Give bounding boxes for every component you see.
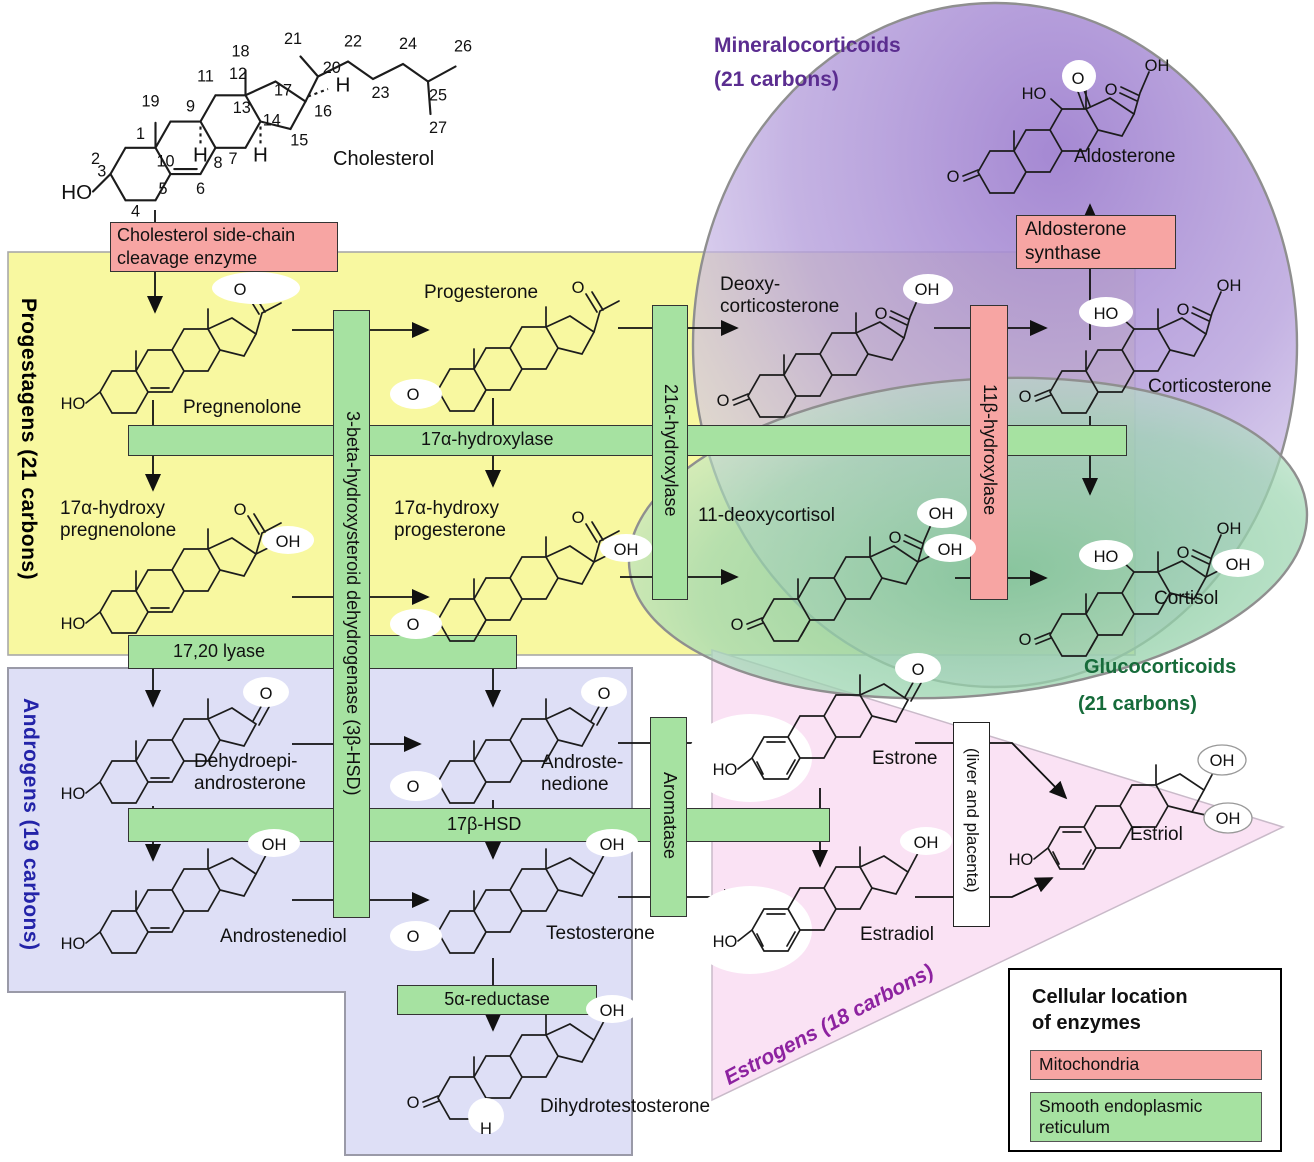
molecule-name-aldosterone: Aldosterone [1074,146,1176,167]
legend-item-smooth-er: Smooth endoplasmic reticulum [1030,1092,1262,1142]
enzyme-label: 21α-hydroxylase [661,384,681,517]
legend-title: of enzymes [1032,1012,1141,1034]
molecule-name-17oh-pregnenolone: 17α-hydroxy pregnenolone [60,498,176,542]
molecule-name-estriol: Estriol [1130,824,1183,845]
molecule-name-androstenedione: Androste- nedione [541,752,623,796]
region-title-progestagens: Progestagens (21 carbons) [17,298,40,581]
region-subtitle-glucocorticoids: (21 carbons) [1078,693,1197,715]
enzyme-bar-17a-hydroxylase: 17α-hydroxylase [128,425,1127,456]
enzyme-bar-aromatase: Aromatase [650,717,687,917]
molecule-name-androstenediol: Androstenediol [220,926,347,947]
name-line: 17α-hydroxy [394,498,499,519]
enzyme-bar-21a-hydroxylase: 21α-hydroxylase [652,305,688,600]
molecule-name-dht: Dihydrotestosterone [540,1096,711,1117]
legend-item-label: Mitochondria [1039,1054,1140,1074]
name-line: corticosterone [720,296,840,317]
conversion-box-liver-placenta: (liver and placenta) [953,722,990,927]
molecule-name-cortisol: Cortisol [1154,588,1219,609]
enzyme-box-aldosterone-synthase: Aldosterone synthase [1016,215,1176,269]
name-line: 17α-hydroxy [60,498,165,519]
name-line: pregnenolone [60,520,177,541]
enzyme-label: 17α-hydroxylase [421,429,554,449]
enzyme-label: synthase [1025,243,1102,264]
enzyme-bar-3b-hsd: 3-beta-hydroxysteroid dehydrogenase (3β-… [333,310,370,918]
enzyme-bar-17-20-lyase: 17,20 lyase [128,635,517,669]
enzyme-label: 17β-HSD [447,814,522,834]
molecule-name-cholesterol: Cholesterol [333,148,435,170]
legend-item-label: Smooth endoplasmic reticulum [1039,1096,1203,1137]
enzyme-bar-17b-hsd: 17β-HSD [128,808,830,842]
molecule-name-17oh-progesterone: 17α-hydroxy progesterone [394,498,506,542]
enzyme-box-5a-reductase: 5α-reductase [397,985,597,1015]
name-line: nedione [541,774,609,795]
molecule-name-11-deoxycortisol: 11-deoxycortisol [698,505,835,526]
enzyme-label: 17,20 lyase [173,641,266,661]
molecule-name-estrone: Estrone [872,748,938,769]
molecule-name-corticosterone: Corticosterone [1148,376,1272,397]
legend-item-mitochondria: Mitochondria [1030,1050,1262,1080]
enzyme-label: cleavage enzyme [117,248,258,268]
enzyme-box-side-chain-cleavage: Cholesterol side-chain cleavage enzyme [110,222,338,272]
region-title-glucocorticoids: Glucocorticoids [1084,656,1237,678]
region-title-androgens: Androgens (19 carbons) [19,698,42,951]
name-line: Dehydroepi- [194,751,298,772]
molecule-name-deoxycorticosterone: Deoxy- corticosterone [720,274,839,318]
enzyme-bar-11b-hydroxylase: 11β-hydroxylase [970,305,1008,600]
enzyme-label: 5α-reductase [444,989,550,1009]
name-line: Deoxy- [720,274,781,295]
enzyme-label: Cholesterol side-chain [117,225,296,245]
enzyme-label: 3-beta-hydroxysteroid dehydrogenase (3β-… [343,411,363,796]
molecule-name-testosterone: Testosterone [546,923,655,944]
enzyme-label: 11β-hydroxylase [980,384,1000,516]
legend-cellular-location: Cellular location of enzymes Mitochondri… [1008,968,1282,1152]
molecule-name-dhea: Dehydroepi- androsterone [194,751,306,795]
name-line: androsterone [194,773,306,794]
enzyme-label: Aromatase [660,772,680,860]
region-androgens [7,667,633,1156]
region-title-mineralocorticoids: Mineralocorticoids [714,34,901,57]
region-subtitle-mineralocorticoids: (21 carbons) [714,68,839,91]
conversion-label: (liver and placenta) [963,748,982,893]
name-line: progesterone [394,520,506,541]
name-line: Androste- [541,752,624,773]
molecule-name-pregnenolone: Pregnenolone [183,397,302,418]
molecule-name-progesterone: Progesterone [424,282,539,303]
legend-title: Cellular location [1032,986,1188,1008]
molecule-name-estradiol: Estradiol [860,924,934,945]
enzyme-label: Aldosterone [1025,219,1127,240]
